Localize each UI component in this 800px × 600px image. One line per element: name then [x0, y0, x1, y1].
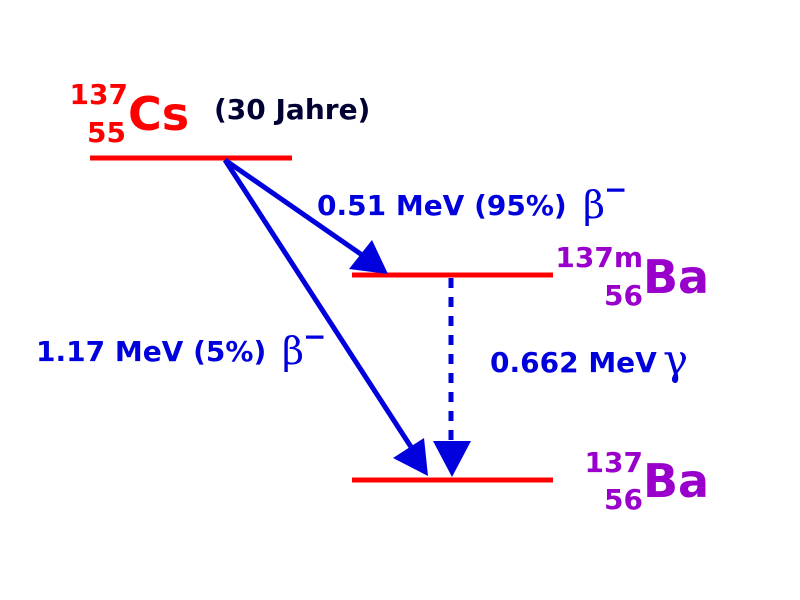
ground-symbol: Ba	[643, 454, 709, 508]
parent-symbol: Cs	[128, 87, 189, 141]
gamma-energy: 0.662 MeV	[490, 346, 657, 379]
beta1-arrowhead	[349, 240, 388, 274]
parent-halflife: (30 Jahre)	[214, 93, 370, 126]
parent-mass-number: 137	[70, 78, 128, 111]
beta1-symbol: β	[583, 183, 605, 227]
gamma-arrowhead	[433, 441, 471, 477]
beta1-energy: 0.51 MeV (95%)	[317, 189, 567, 222]
beta2-symbol: β	[282, 329, 304, 373]
metastable-atomic-number: 56	[604, 279, 643, 312]
metastable-mass-number: 137m	[555, 241, 643, 274]
beta2-arrowhead	[393, 438, 428, 476]
beta2-arrow-line	[222, 158, 416, 452]
parent-atomic-number: 55	[87, 116, 126, 149]
beta1-sign: −	[604, 173, 627, 206]
ground-atomic-number: 56	[604, 483, 643, 516]
beta2-energy: 1.17 MeV (5%)	[36, 335, 266, 368]
metastable-symbol: Ba	[643, 250, 709, 304]
gamma-symbol: γ	[663, 335, 688, 384]
beta2-sign: −	[303, 320, 326, 353]
beta1-arrow-line	[223, 157, 367, 260]
ground-mass-number: 137	[585, 446, 643, 479]
